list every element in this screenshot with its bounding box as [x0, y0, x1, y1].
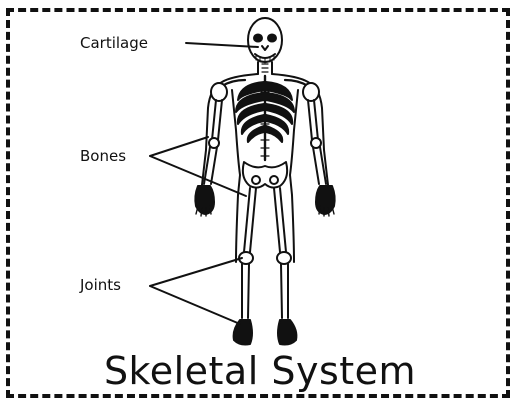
diagram-title: Skeletal System — [0, 352, 520, 390]
joints-pointer-line-lower — [150, 286, 240, 324]
cartilage-label: Cartilage — [80, 36, 148, 51]
bones-pointer-line-upper — [150, 137, 208, 156]
joints-label: Joints — [80, 278, 121, 293]
joints-pointer-line-upper — [150, 258, 242, 286]
left-arm — [195, 100, 222, 216]
bones-label: Bones — [80, 149, 126, 164]
right-arm — [308, 100, 335, 216]
pelvis — [243, 162, 287, 188]
skull — [248, 18, 282, 63]
